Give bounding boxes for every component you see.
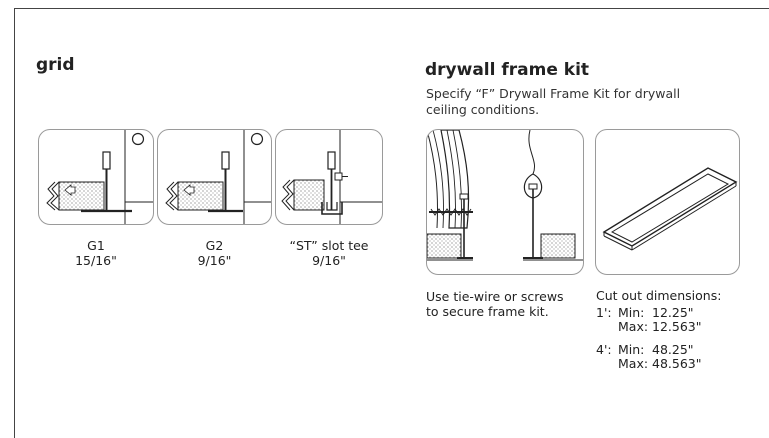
g1-name: G1 <box>87 238 105 253</box>
dim-4ft-max-label: Max: <box>618 356 649 371</box>
drywall-description-line2: ceiling conditions. <box>426 102 540 117</box>
drywall-heading: drywall frame kit <box>425 60 590 80</box>
dim-1ft-max-value: 12.563" <box>652 319 702 334</box>
dim-1ft-min-label: Min: <box>618 305 645 320</box>
frame-kit-attachment-illustration <box>426 129 584 275</box>
cutout-dimensions: Cut out dimensions: 1': Min: 12.25" Max:… <box>596 289 721 371</box>
frame-kit-note-line1: Use tie-wire or screws <box>426 289 564 304</box>
dim-4ft-key: 4': <box>596 342 612 357</box>
frame-kit-note-line2: to secure frame kit. <box>426 304 549 319</box>
dim-1ft-key: 1': <box>596 305 612 320</box>
drywall-description-line1: Specify “F” Drywall Frame Kit for drywal… <box>426 86 681 101</box>
frame-kit-note: Use tie-wire or screws to secure frame k… <box>426 289 564 319</box>
g1-illustration <box>38 129 154 225</box>
st-slot-tee-size: 9/16" <box>312 253 346 268</box>
dim-row-1ft-max: Max: 12.563" <box>596 320 721 334</box>
dim-1ft-min-value: 12.25" <box>652 305 694 320</box>
grid-heading: grid <box>36 55 75 75</box>
g2-caption: G2 9/16" <box>157 238 272 268</box>
g2-size: 9/16" <box>197 253 232 268</box>
dim-4ft-min-label: Min: <box>618 342 645 357</box>
dim-row-4ft-max: Max: 48.563" <box>596 357 721 371</box>
dim-row-1ft-min: 1': Min: 12.25" <box>596 306 721 320</box>
g1-caption: G1 15/16" <box>38 238 154 268</box>
dim-1ft-max-label: Max: <box>618 319 649 334</box>
g2-illustration <box>157 129 272 225</box>
dim-row-4ft-min: 4': Min: 48.25" <box>596 343 721 357</box>
st-slot-tee-caption: “ST” slot tee 9/16" <box>275 238 383 268</box>
drywall-description: Specify “F” Drywall Frame Kit for drywal… <box>426 86 680 118</box>
st-slot-tee-name: “ST” slot tee <box>289 238 369 253</box>
st-slot-tee-illustration <box>275 129 383 225</box>
page-frame <box>14 8 769 438</box>
frame-kit-rectangle-illustration <box>595 129 740 275</box>
dim-4ft-min-value: 48.25" <box>652 342 694 357</box>
g1-size: 15/16" <box>75 253 117 268</box>
g2-name: G2 <box>205 238 224 253</box>
dim-4ft-max-value: 48.563" <box>652 356 702 371</box>
cutout-title: Cut out dimensions: <box>596 288 722 303</box>
